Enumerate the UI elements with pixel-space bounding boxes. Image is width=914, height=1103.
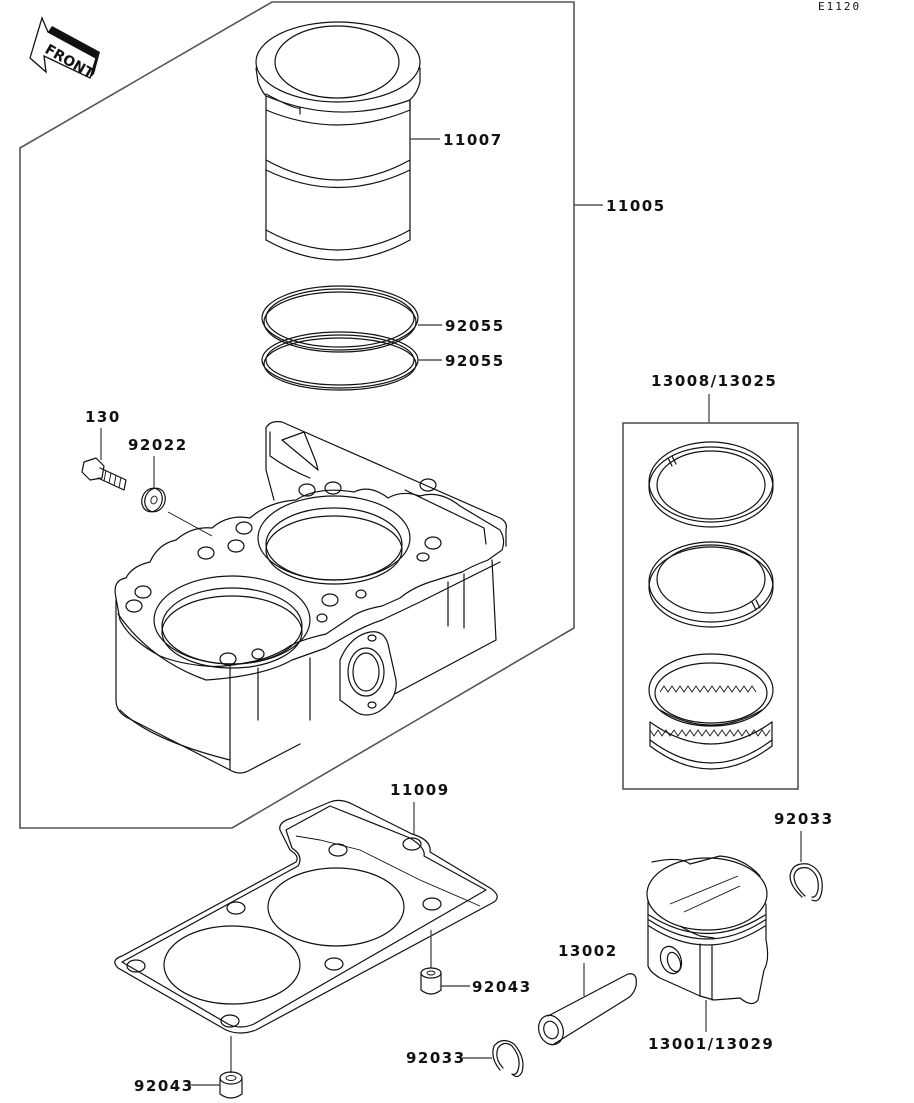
label-11005: 11005 [606,197,666,215]
label-130: 130 [85,408,121,426]
label-11009: 11009 [390,781,450,799]
dowel-pin-left-drawing [219,1071,243,1099]
o-ring-upper-drawing [261,285,419,353]
piston-rings-drawing [648,441,774,770]
piston-drawing [646,855,769,1005]
label-92033-left: 92033 [406,1049,466,1067]
circlip-right-drawing [789,863,823,902]
label-92022: 92022 [128,436,188,454]
label-92033-right: 92033 [774,810,834,828]
base-gasket-drawing [114,799,498,1034]
dowel-pin-right-drawing [420,967,442,995]
label-92043-right: 92043 [472,978,532,996]
label-11007: 11007 [443,131,503,149]
washer-drawing [141,487,166,513]
piston-ring-set-frame [622,422,799,790]
cylinder-assembly-frame [19,1,575,829]
label-13001-13029: 13001/13029 [648,1035,774,1053]
circlip-left-drawing [492,1039,524,1078]
piston-pin-drawing [538,973,637,1046]
reference-code: E1120 [818,0,861,13]
bolt-drawing [81,457,127,491]
cylinder-liner-drawing [255,21,421,261]
label-92055-upper: 92055 [445,317,505,335]
label-13008-13025: 13008/13025 [651,372,777,390]
front-arrow-icon: FRONT [29,16,100,82]
label-92043-left: 92043 [134,1077,194,1095]
cylinder-block-drawing [114,421,507,774]
label-92055-lower: 92055 [445,352,505,370]
label-13002: 13002 [558,942,618,960]
